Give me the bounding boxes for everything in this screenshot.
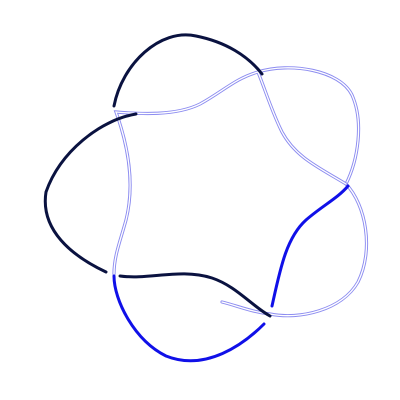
inner-loop-outline — [220, 66, 369, 318]
right-inner-arc — [270, 184, 350, 308]
inner-loop-fill-2 — [113, 71, 347, 275]
inner-loop-outline-2 — [112, 70, 348, 276]
inner-loop-fill — [221, 67, 368, 317]
bottom-arc — [112, 274, 266, 363]
blue-strands — [112, 184, 350, 363]
left-arc — [43, 112, 138, 274]
navy-strands — [43, 33, 272, 318]
inner-star-loop — [112, 66, 369, 318]
upper-arc — [112, 33, 264, 108]
lower-inner-arc — [118, 272, 272, 318]
